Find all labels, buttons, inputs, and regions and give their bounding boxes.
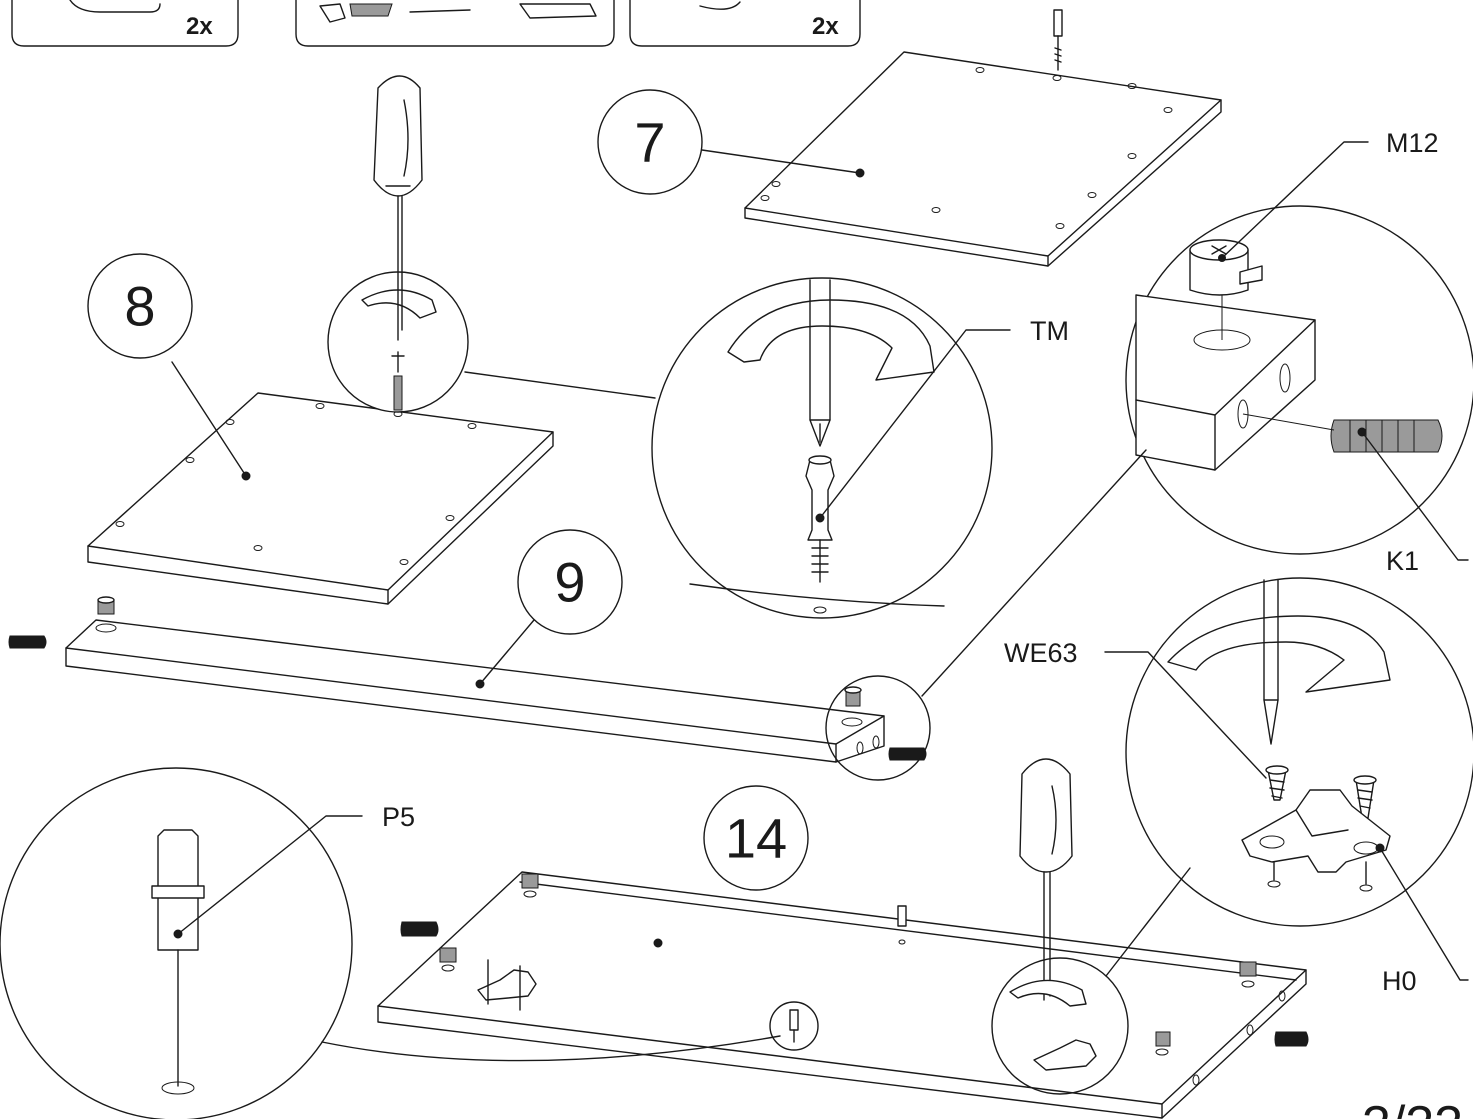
callout-7-number: 7 [634,111,665,174]
label-tm: TM [1030,316,1069,346]
part-box-1: 2x [11,0,239,47]
leader-we63: WE63 [1004,638,1267,779]
leader-p5: P5 [177,802,415,935]
panel-14 [377,871,1309,1119]
leader-m12: M12 [1218,128,1439,262]
callout-8-number: 8 [124,275,155,338]
detail-circle-tm [464,277,993,619]
panel-8 [87,392,554,605]
panel-9 [8,596,927,763]
label-k1: K1 [1386,546,1419,576]
detail-circle-we63-h0 [1125,577,1473,927]
detail-circle-small-9 [825,449,1147,781]
detail-circle-p5 [0,767,781,1119]
detail-circle-small-14 [991,867,1191,1095]
label-h0: H0 [1382,966,1417,996]
callout-7: 7 [597,89,861,195]
quantity-label-1: 2x [186,13,213,40]
detail-circle-pin-small [769,1001,819,1051]
panel-7 [744,9,1222,267]
callout-9: 9 [479,529,623,685]
callout-14-number: 14 [725,807,787,870]
label-m12: M12 [1386,128,1439,158]
callout-9-number: 9 [554,551,585,614]
leader-k1: K1 [1361,431,1469,576]
leader-h0: H0 [1379,847,1469,996]
detail-circle-m12-k1 [1125,205,1473,555]
part-box-2 [295,0,615,47]
callout-14: 14 [703,785,809,891]
detail-circle-small-tm [327,271,469,413]
screwdriver-icon-2 [1019,758,1073,1001]
leader-tm: TM [815,316,1069,523]
label-p5: P5 [382,802,415,832]
label-we63: WE63 [1004,638,1078,668]
quantity-label-3: 2x [812,13,839,40]
callout-8: 8 [87,253,247,477]
screwdriver-icon [373,75,423,341]
page-number: 3/33 [1362,1096,1463,1119]
part-box-3: 2x [629,0,861,47]
